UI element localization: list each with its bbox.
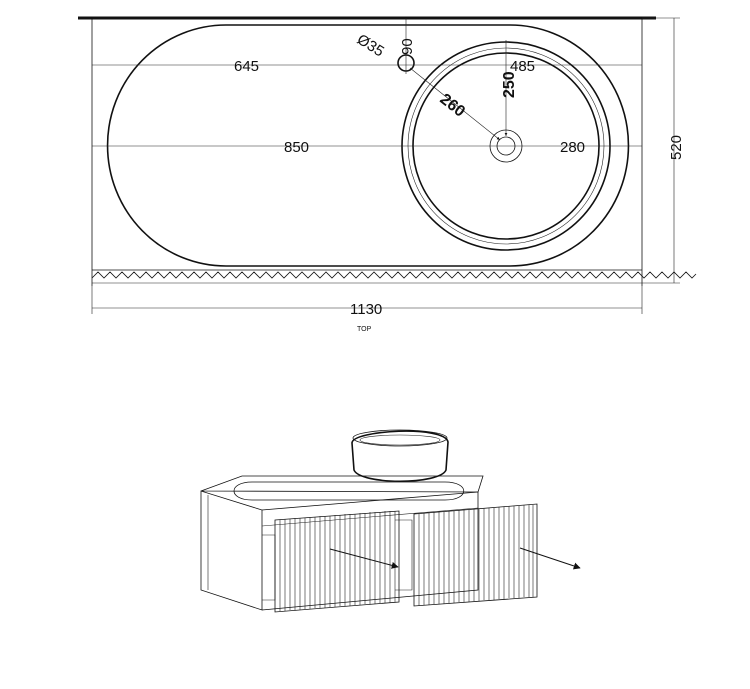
dim-280: 280 [560,139,585,156]
top-view: 645 850 485 280 1130 520 250 260 Ø35 90 … [78,16,697,333]
drawer-left-arrow [329,548,399,569]
fluted-front-edge [91,271,697,279]
dim-tap-diameter: Ø35 [354,31,387,60]
vessel-rim [352,429,448,447]
dim-850: 850 [284,139,309,156]
drawer-right-arrow [519,547,581,570]
perspective-view [200,429,581,613]
drawer-left-flutes [279,511,396,611]
dim-485: 485 [510,58,535,75]
view-caption-top: TOP [357,326,372,333]
vessel-inner [359,434,441,446]
dim-line-260 [409,67,501,141]
dim-250: 250 [501,71,518,98]
countertop-oval [233,481,464,501]
drawer-left [274,510,400,613]
dim-1130: 1130 [350,301,382,318]
dim-260: 260 [437,91,469,121]
countertop-stadium [106,24,630,267]
drawer-right-flutes [418,505,534,606]
dim-90: 90 [399,38,416,55]
dim-645: 645 [234,58,259,75]
cabinet-top [200,475,484,493]
cabinet-side [200,490,263,611]
drawer-right [413,503,538,607]
vessel-basin [351,430,449,482]
dim-520: 520 [668,135,685,160]
